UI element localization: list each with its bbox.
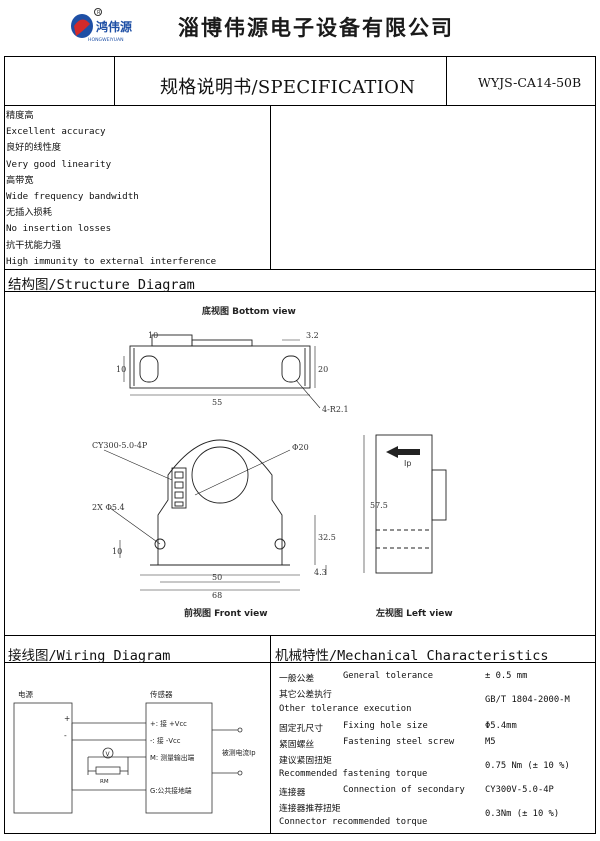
spec-frame: [4, 56, 596, 834]
divider-title: [4, 105, 596, 106]
feature-item: 精度高: [6, 110, 34, 121]
dim-20: 20: [318, 365, 328, 374]
pin-g: G:公共接地端: [150, 786, 192, 795]
mech-value: 0.75 Nm (± 10 %): [485, 761, 570, 771]
front-view-connector: [171, 467, 187, 509]
divider-structure-title: [4, 291, 596, 292]
dim-68: 68: [212, 591, 222, 600]
mech-value: GB/T 1804-2000-M: [485, 695, 570, 705]
ip-label: Ip: [404, 459, 411, 468]
dim-50: 50: [212, 573, 222, 582]
mech-value: CY300V-5.0-4P: [485, 785, 554, 795]
mech-label-en: Recommended fastening torque: [279, 769, 428, 779]
left-view-label: 左视图 Left view: [375, 607, 453, 619]
front-view-label: 前视图 Front view: [184, 607, 268, 619]
pin-m: M: 测量输出端: [150, 753, 195, 762]
company-name: 淄博伟源电子设备有限公司: [178, 16, 454, 40]
divider-bottom-titles: [4, 662, 596, 663]
feature-item: 无插入损耗: [6, 207, 52, 219]
sensor-label: 传感器: [150, 689, 173, 699]
meter-label: V: [106, 751, 111, 758]
feature-item: Excellent accuracy: [6, 126, 106, 138]
divider-bottom-sections: [270, 635, 271, 834]
feature-item: 抗干扰能力强: [6, 239, 62, 251]
dim-phi20: Φ20: [292, 443, 309, 452]
connector-label: CY300-5.0-4P: [92, 441, 148, 450]
dim-57-5: 57.5: [370, 501, 388, 510]
feature-item: 高带宽: [6, 174, 34, 186]
power-plus: +: [64, 714, 70, 723]
feature-item: Very good linearity: [6, 158, 112, 170]
logo-subtext: HONGWEIYUAN: [88, 37, 124, 43]
divider-structure-bottom: [4, 635, 596, 636]
dim-r2-1: 4-R2.1: [322, 405, 349, 414]
dim-32-5: 32.5: [318, 533, 336, 542]
dim-4-3: 4.3: [314, 568, 327, 577]
svg-text:R: R: [97, 10, 101, 16]
mech-value: ± 0.5 mm: [485, 671, 528, 681]
dim-holes: 2X Φ5.4: [92, 503, 125, 512]
front-view-body: [157, 439, 283, 566]
model-number: WYJS-CA14-50B: [478, 75, 582, 90]
wiring-title: 接线图/Wiring Diagram: [8, 648, 171, 664]
mech-label: 其它公差执行: [279, 690, 332, 700]
front-view-aperture: [191, 446, 249, 504]
mech-label: 连接器推荐扭矩: [279, 804, 341, 814]
feature-item: Wide frequency bandwidth: [6, 191, 139, 203]
pin-minus: -: 接 -Vcc: [150, 736, 181, 745]
logo-text: 鸿伟源: [96, 19, 132, 34]
rm-label: RM: [100, 779, 109, 785]
dim-10-top: 10: [148, 331, 158, 340]
pin-plus: +: 接 +Vcc: [150, 719, 187, 728]
mech-label-en: General tolerance: [343, 671, 434, 681]
spec-title: 规格说明书/SPECIFICATION: [160, 77, 416, 98]
divider-logo-cell: [114, 56, 115, 105]
front-view-hole-left: [154, 538, 166, 550]
dim-10-side: 10: [116, 365, 126, 374]
wiring-diagram: 电源 传感器 + - +: 接 +Vcc -: 接 -Vcc M: 测量输出端 …: [13, 689, 256, 814]
mech-label-en: Other tolerance execution: [279, 704, 412, 714]
mech-label-en: Connection of secondary: [343, 785, 465, 795]
mech-value: 0.3Nm (± 10 %): [485, 809, 560, 819]
mech-label: 连接器: [279, 788, 306, 798]
voltmeter-icon: [102, 747, 114, 759]
current-label: 被测电流Ip: [222, 748, 256, 757]
dim-55: 55: [212, 398, 222, 407]
mech-label-en: Connector recommended torque: [279, 817, 428, 827]
dim-3-2: 3.2: [306, 331, 319, 340]
divider-structure-top: [4, 269, 596, 270]
left-view-connector: [431, 469, 447, 521]
mech-label-en: Fastening steel screw: [343, 737, 455, 747]
dim-10-bottom: 10: [112, 547, 122, 556]
structure-title: 结构图/Structure Diagram: [8, 277, 195, 293]
current-arrow-icon: [386, 446, 420, 458]
divider-model-cell: [446, 56, 447, 105]
mech-label: 固定孔尺寸: [279, 724, 323, 734]
front-view-hole-right: [274, 538, 286, 550]
company-header: R 鸿伟源 HONGWEIYUAN 淄博伟源电子设备有限公司: [0, 0, 600, 52]
feature-item: High immunity to external interference: [6, 255, 217, 267]
power-minus: -: [64, 731, 67, 740]
mech-label: 建议紧固扭矩: [279, 756, 332, 766]
divider-features: [270, 105, 271, 269]
mech-value: Φ5.4mm: [485, 721, 517, 731]
sensor-box: [145, 702, 213, 814]
mechanical-title: 机械特性/Mechanical Characteristics: [275, 648, 549, 664]
features-list: 精度高 Excellent accuracy 良好的线性度 Very good …: [6, 108, 216, 270]
feature-item: No insertion losses: [6, 223, 112, 235]
bottom-view-body: [129, 345, 311, 389]
company-logo: R 鸿伟源 HONGWEIYUAN: [71, 8, 132, 43]
mech-value: M5: [485, 737, 496, 747]
mech-label-en: Fixing hole size: [343, 721, 428, 731]
bottom-view-label: 底视图 Bottom view: [202, 305, 296, 317]
structure-drawing: 底视图 Bottom view 前视图 Front view 左视图 Left …: [92, 305, 453, 619]
power-label: 电源: [18, 689, 33, 699]
feature-item: 良好的线性度: [6, 142, 62, 154]
mech-label: 紧固螺丝: [279, 740, 315, 750]
mech-label: 一般公差: [279, 674, 315, 684]
